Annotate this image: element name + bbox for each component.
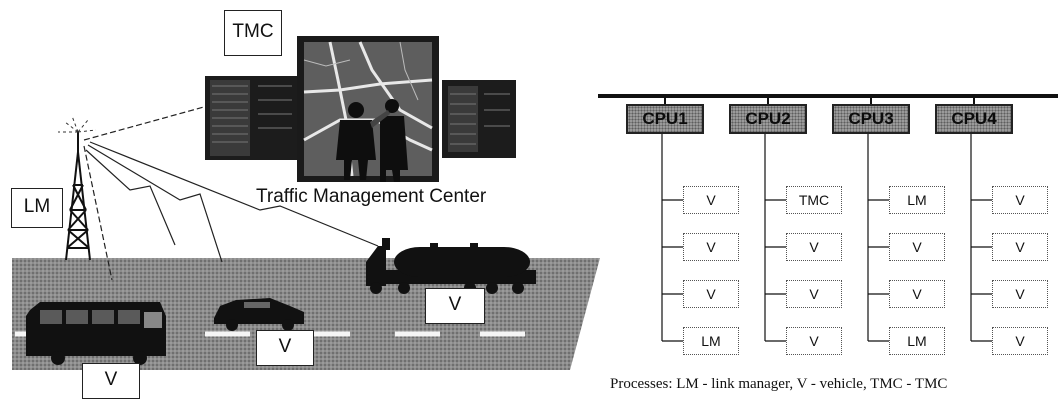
process-box: V <box>786 233 842 261</box>
cpu-box: CPU4 <box>935 104 1013 134</box>
process-box: V <box>683 233 739 261</box>
process-box: V <box>889 233 945 261</box>
server-rack-left-icon <box>205 76 297 160</box>
process-box: V <box>992 327 1048 355</box>
process-legend: Processes: LM - link manager, V - vehicl… <box>610 376 947 393</box>
process-box: V <box>889 280 945 308</box>
lm-label: LM <box>11 188 63 228</box>
cpu-box: CPU2 <box>729 104 807 134</box>
process-box: V <box>992 186 1048 214</box>
process-box: V <box>683 280 739 308</box>
tmc-caption: Traffic Management Center <box>256 186 486 208</box>
process-box: V <box>786 327 842 355</box>
process-box: V <box>992 280 1048 308</box>
server-rack-right-icon <box>442 80 516 158</box>
bus-icon <box>26 302 166 365</box>
process-box: V <box>992 233 1048 261</box>
process-box: TMC <box>786 186 842 214</box>
cpu-box: CPU1 <box>626 104 704 134</box>
radio-tower-icon <box>66 132 90 260</box>
cpu-box: CPU3 <box>832 104 910 134</box>
process-box: LM <box>889 327 945 355</box>
process-box: V <box>786 280 842 308</box>
vehicle-label: V <box>425 288 485 324</box>
tmc-label: TMC <box>224 10 282 56</box>
tower-signal-rays <box>58 116 96 132</box>
process-box: LM <box>683 327 739 355</box>
process-box: V <box>683 186 739 214</box>
map-display-icon <box>297 36 439 182</box>
vehicle-label: V <box>256 330 314 366</box>
process-box: LM <box>889 186 945 214</box>
vehicle-label: V <box>82 363 140 399</box>
